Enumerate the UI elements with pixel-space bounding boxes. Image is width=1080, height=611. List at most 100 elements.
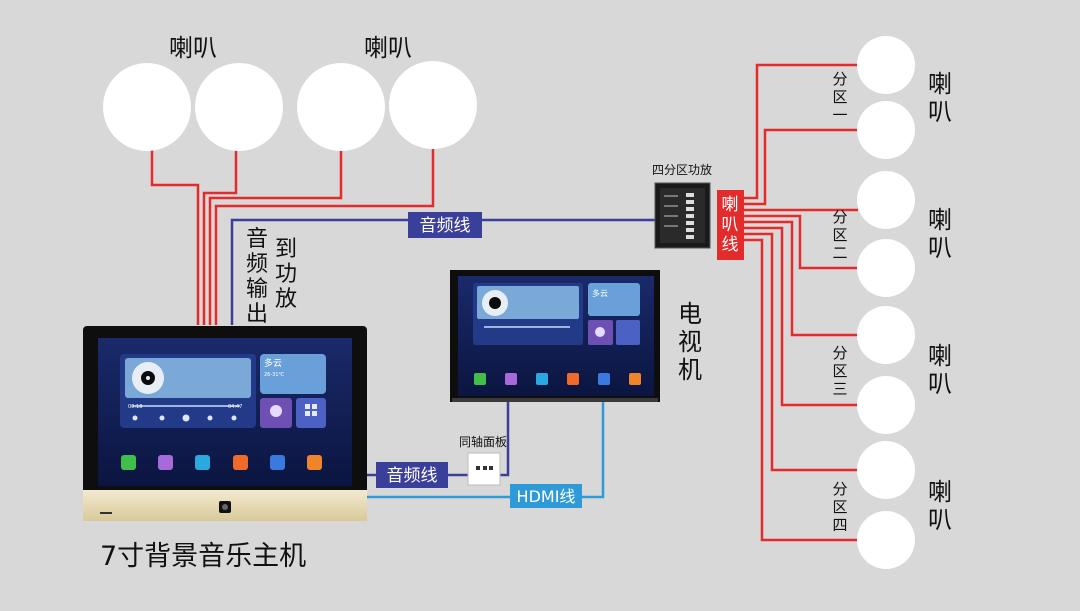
speaker-labels-right: 喇 叭 喇 叭 喇 叭 喇 叭: [928, 70, 952, 534]
audio-out-char: 出: [246, 302, 268, 327]
prev-icon[interactable]: [159, 415, 165, 421]
host-name: 7寸背景音乐主机: [100, 541, 306, 572]
speaker-circle: [857, 306, 915, 364]
audio-out-char: 频: [246, 252, 268, 277]
weather-temp: 26-31℃: [264, 372, 285, 378]
tv-apps-tile[interactable]: [616, 320, 640, 345]
to-amp-char: 功: [275, 262, 297, 287]
hdmi-cable: [365, 402, 605, 499]
four-zone-amplifier: [654, 182, 711, 249]
speaker-r4-char: 叭: [928, 506, 952, 534]
speaker-r2-char: 喇: [928, 206, 952, 234]
speaker-circle: [195, 63, 283, 151]
tv-app-icon[interactable]: [505, 373, 517, 385]
tv-app-icon[interactable]: [567, 373, 579, 385]
speaker-circle: [857, 171, 915, 229]
track-time-end: 04:47: [228, 404, 242, 410]
zone3-char: 区: [832, 362, 847, 380]
tv-app-icon[interactable]: [629, 373, 641, 385]
tv-app-icon[interactable]: [536, 373, 548, 385]
speaker-wires-left: [150, 148, 435, 325]
speaker-wire-char: 叭: [722, 215, 739, 235]
audio-cable-bottom-label: 音频线: [387, 466, 438, 486]
app-icon[interactable]: [195, 455, 210, 470]
zone1-char: 一: [832, 106, 847, 124]
speaker-r4-char: 喇: [928, 478, 952, 506]
weather-text: 多云: [264, 357, 282, 369]
speaker-r1-char: 叭: [928, 98, 952, 126]
tv-label: 电 视 机: [678, 300, 702, 384]
speaker-circle: [103, 63, 191, 151]
speaker-label-left-2: 喇叭: [364, 34, 412, 62]
zone4-char: 区: [832, 498, 847, 516]
apps-tile[interactable]: [296, 398, 326, 428]
app-icon[interactable]: [121, 455, 136, 470]
hdmi-cable-label: HDMI线: [517, 487, 576, 506]
speaker-r3-char: 喇: [928, 342, 952, 370]
amp-title: 四分区功放: [652, 162, 712, 177]
coax-panel-label: 同轴面板: [459, 434, 507, 449]
tv-app-icon[interactable]: [598, 373, 610, 385]
speakers-right: [857, 36, 915, 569]
app-icon[interactable]: [158, 455, 173, 470]
zone2-char: 分: [832, 208, 847, 226]
tv-weather-text: 多云: [592, 288, 608, 298]
speaker-r1-char: 喇: [928, 70, 952, 98]
speaker-wire-tag: 喇 叭 线: [717, 190, 744, 260]
speaker-wire-char: 喇: [722, 195, 739, 215]
gear-icon: [270, 405, 282, 417]
tv-device: 多云: [450, 270, 660, 402]
speaker-circle: [297, 63, 385, 151]
zone4-char: 分: [832, 480, 847, 498]
tv-char: 机: [678, 356, 702, 384]
tv-char: 视: [678, 328, 702, 356]
tv-app-icon[interactable]: [474, 373, 486, 385]
coax-panel: [467, 452, 501, 486]
music-host-device: 00:18 04:47 多云 26-31℃: [83, 326, 367, 521]
loop-icon[interactable]: [132, 415, 138, 421]
speaker-circle: [857, 101, 915, 159]
zone2-char: 区: [832, 226, 847, 244]
app-icon[interactable]: [307, 455, 322, 470]
speakers-top-left: [103, 61, 477, 151]
speaker-wires-right: [742, 63, 858, 542]
audio-out-char: 输: [246, 277, 268, 302]
tv-weather-card: [588, 283, 640, 316]
speaker-r3-char: 叭: [928, 370, 952, 398]
audio-out-label: 音 频 输 出: [246, 227, 268, 327]
zone2-char: 二: [832, 244, 847, 262]
tv-gear-icon: [595, 327, 605, 337]
speaker-circle: [389, 61, 477, 149]
zone3-char: 分: [832, 344, 847, 362]
play-icon[interactable]: [182, 414, 190, 422]
zone1-char: 区: [832, 88, 847, 106]
speaker-circle: [857, 376, 915, 434]
audio-cable-top-tag: 音频线: [408, 212, 482, 238]
zone-labels: 分 区 一 分 区 二 分 区 三 分 区 四: [832, 70, 847, 534]
next-icon[interactable]: [207, 415, 213, 421]
audio-cable-top-label: 音频线: [420, 216, 471, 236]
audio-cable-top: [230, 218, 658, 325]
host-app-row: [121, 455, 322, 470]
tv-char: 电: [678, 300, 702, 328]
audio-out-char: 音: [246, 227, 268, 252]
hdmi-cable-tag: HDMI线: [510, 484, 582, 508]
tv-app-row: [474, 373, 641, 385]
speaker-r2-char: 叭: [928, 234, 952, 262]
speaker-label-left-1: 喇叭: [169, 34, 217, 62]
zone3-char: 三: [832, 380, 847, 398]
to-amp-char: 到: [275, 237, 297, 262]
track-time-start: 00:18: [128, 404, 142, 410]
zone4-char: 四: [832, 516, 847, 534]
app-icon[interactable]: [270, 455, 285, 470]
speaker-circle: [857, 36, 915, 94]
app-icon[interactable]: [233, 455, 248, 470]
to-amp-char: 放: [275, 287, 297, 312]
audio-cable-bottom-tag: 音频线: [376, 462, 448, 488]
speaker-circle: [857, 441, 915, 499]
speaker-circle: [857, 511, 915, 569]
to-amp-label: 到 功 放: [275, 237, 297, 312]
list-icon[interactable]: [231, 415, 237, 421]
speaker-circle: [857, 239, 915, 297]
